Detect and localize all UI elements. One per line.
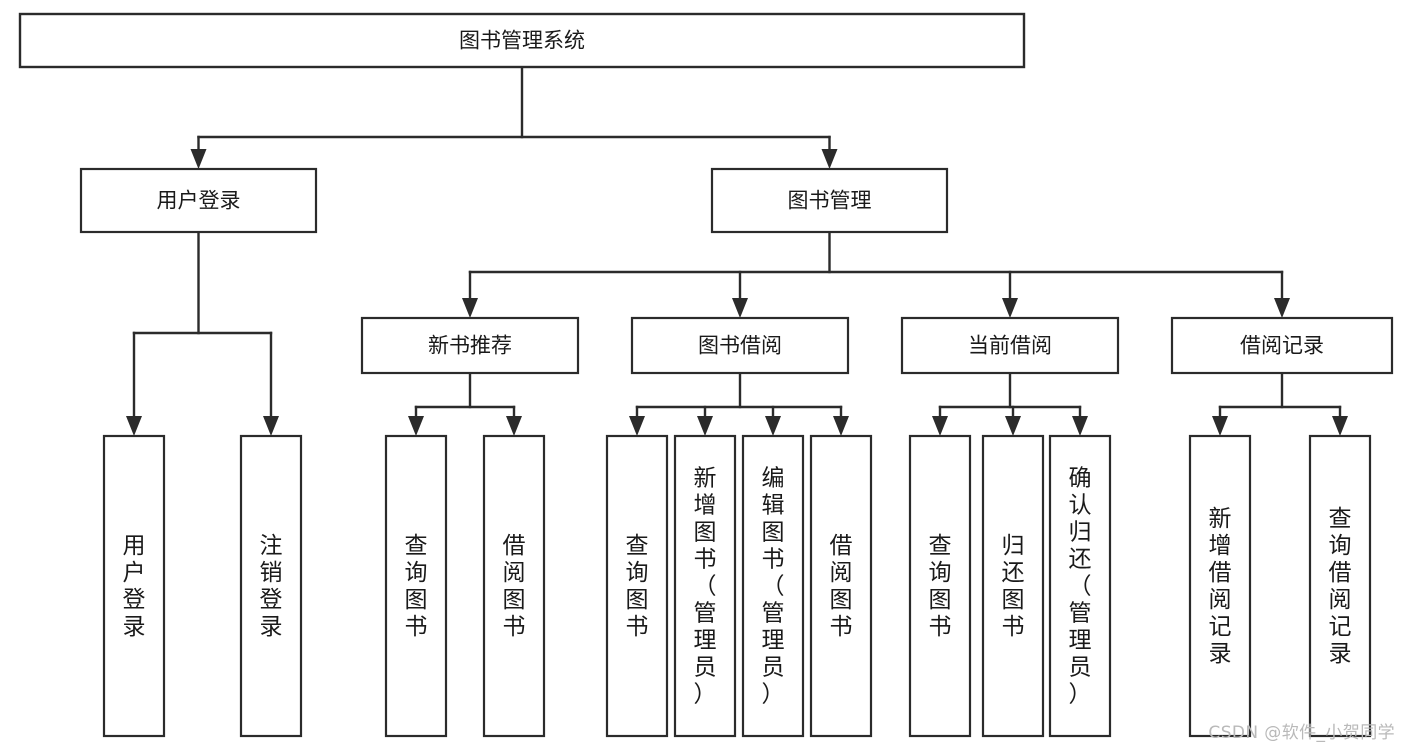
- node-leaf-user-login[interactable]: 用户登录: [102, 434, 166, 738]
- arrow-head-icon: [1072, 416, 1088, 436]
- node-box[interactable]: [79, 167, 318, 234]
- node-label: 用户登录: [123, 533, 146, 640]
- node-box[interactable]: [1170, 316, 1394, 375]
- node-leaf-logout[interactable]: 注销登录: [239, 434, 303, 738]
- node-label: 图书管理: [788, 189, 872, 213]
- node-new-book-rec[interactable]: 新书推荐: [360, 316, 580, 375]
- node-leaf-query-book-3[interactable]: 查询图书: [908, 434, 972, 738]
- node-box[interactable]: [673, 434, 737, 738]
- node-label: 查询借阅记录: [1329, 506, 1352, 667]
- node-label: 查询图书: [405, 533, 428, 640]
- node-label: 归还图书: [1002, 533, 1025, 640]
- arrow-head-icon: [263, 416, 279, 436]
- node-box[interactable]: [360, 316, 580, 375]
- arrow-head-icon: [932, 416, 948, 436]
- node-box[interactable]: [1308, 434, 1372, 738]
- arrow-head-icon: [1274, 298, 1290, 318]
- node-label: 查询图书: [929, 533, 952, 640]
- arrow-head-icon: [506, 416, 522, 436]
- node-label: 查询图书: [626, 533, 649, 640]
- node-box[interactable]: [482, 434, 546, 738]
- node-label: 借阅图书: [830, 533, 853, 640]
- node-root[interactable]: 图书管理系统: [18, 12, 1026, 69]
- node-label: 用户登录: [157, 189, 241, 213]
- node-box[interactable]: [239, 434, 303, 738]
- node-box[interactable]: [809, 434, 873, 738]
- node-label: 借阅图书: [503, 533, 526, 640]
- node-box[interactable]: [1048, 434, 1112, 738]
- node-leaf-query-record[interactable]: 查询借阅记录: [1308, 434, 1372, 738]
- node-leaf-query-book-2[interactable]: 查询图书: [605, 434, 669, 738]
- arrow-head-icon: [732, 298, 748, 318]
- node-box[interactable]: [900, 316, 1120, 375]
- arrow-head-icon: [765, 416, 781, 436]
- node-label: 新书推荐: [428, 334, 512, 358]
- node-label: 注销登录: [260, 533, 283, 640]
- arrow-head-icon: [126, 416, 142, 436]
- node-label: 编辑图书（管理员）: [762, 466, 785, 708]
- node-box[interactable]: [605, 434, 669, 738]
- arrow-head-icon: [629, 416, 645, 436]
- node-label: 新增图书（管理员）: [694, 466, 717, 708]
- arrow-head-icon: [190, 149, 207, 169]
- node-current-borrow[interactable]: 当前借阅: [900, 316, 1120, 375]
- arrow-head-icon: [1005, 416, 1021, 436]
- node-leaf-borrow-book-2[interactable]: 借阅图书: [809, 434, 873, 738]
- node-box[interactable]: [710, 167, 949, 234]
- arrow-head-icon: [697, 416, 713, 436]
- node-leaf-add-record[interactable]: 新增借阅记录: [1188, 434, 1252, 738]
- arrow-head-icon: [408, 416, 424, 436]
- node-borrow-record[interactable]: 借阅记录: [1170, 316, 1394, 375]
- node-box[interactable]: [630, 316, 850, 375]
- node-label: 确认归还（管理员）: [1069, 466, 1092, 708]
- arrow-head-icon: [1212, 416, 1228, 436]
- arrow-head-icon: [1332, 416, 1348, 436]
- node-leaf-add-book[interactable]: 新增图书（管理员）: [673, 434, 737, 738]
- node-book-manage[interactable]: 图书管理: [710, 167, 949, 234]
- node-leaf-borrow-book-1[interactable]: 借阅图书: [482, 434, 546, 738]
- arrow-head-icon: [462, 298, 478, 318]
- node-box[interactable]: [384, 434, 448, 738]
- node-box[interactable]: [908, 434, 972, 738]
- node-user-login[interactable]: 用户登录: [79, 167, 318, 234]
- arrow-head-icon: [1002, 298, 1018, 318]
- arrow-head-icon: [833, 416, 849, 436]
- node-leaf-return-book[interactable]: 归还图书: [981, 434, 1045, 738]
- node-label: 新增借阅记录: [1209, 506, 1232, 667]
- node-label: 借阅记录: [1240, 334, 1324, 358]
- node-book-borrow[interactable]: 图书借阅: [630, 316, 850, 375]
- node-box[interactable]: [102, 434, 166, 738]
- node-leaf-edit-book[interactable]: 编辑图书（管理员）: [741, 434, 805, 738]
- node-leaf-query-book-1[interactable]: 查询图书: [384, 434, 448, 738]
- node-label: 图书借阅: [698, 334, 782, 358]
- node-box[interactable]: [1188, 434, 1252, 738]
- node-leaf-confirm-return[interactable]: 确认归还（管理员）: [1048, 434, 1112, 738]
- node-label: 当前借阅: [968, 334, 1052, 358]
- arrow-head-icon: [821, 149, 838, 169]
- node-box[interactable]: [981, 434, 1045, 738]
- node-box[interactable]: [741, 434, 805, 738]
- node-box[interactable]: [18, 12, 1026, 69]
- node-label: 图书管理系统: [459, 29, 585, 53]
